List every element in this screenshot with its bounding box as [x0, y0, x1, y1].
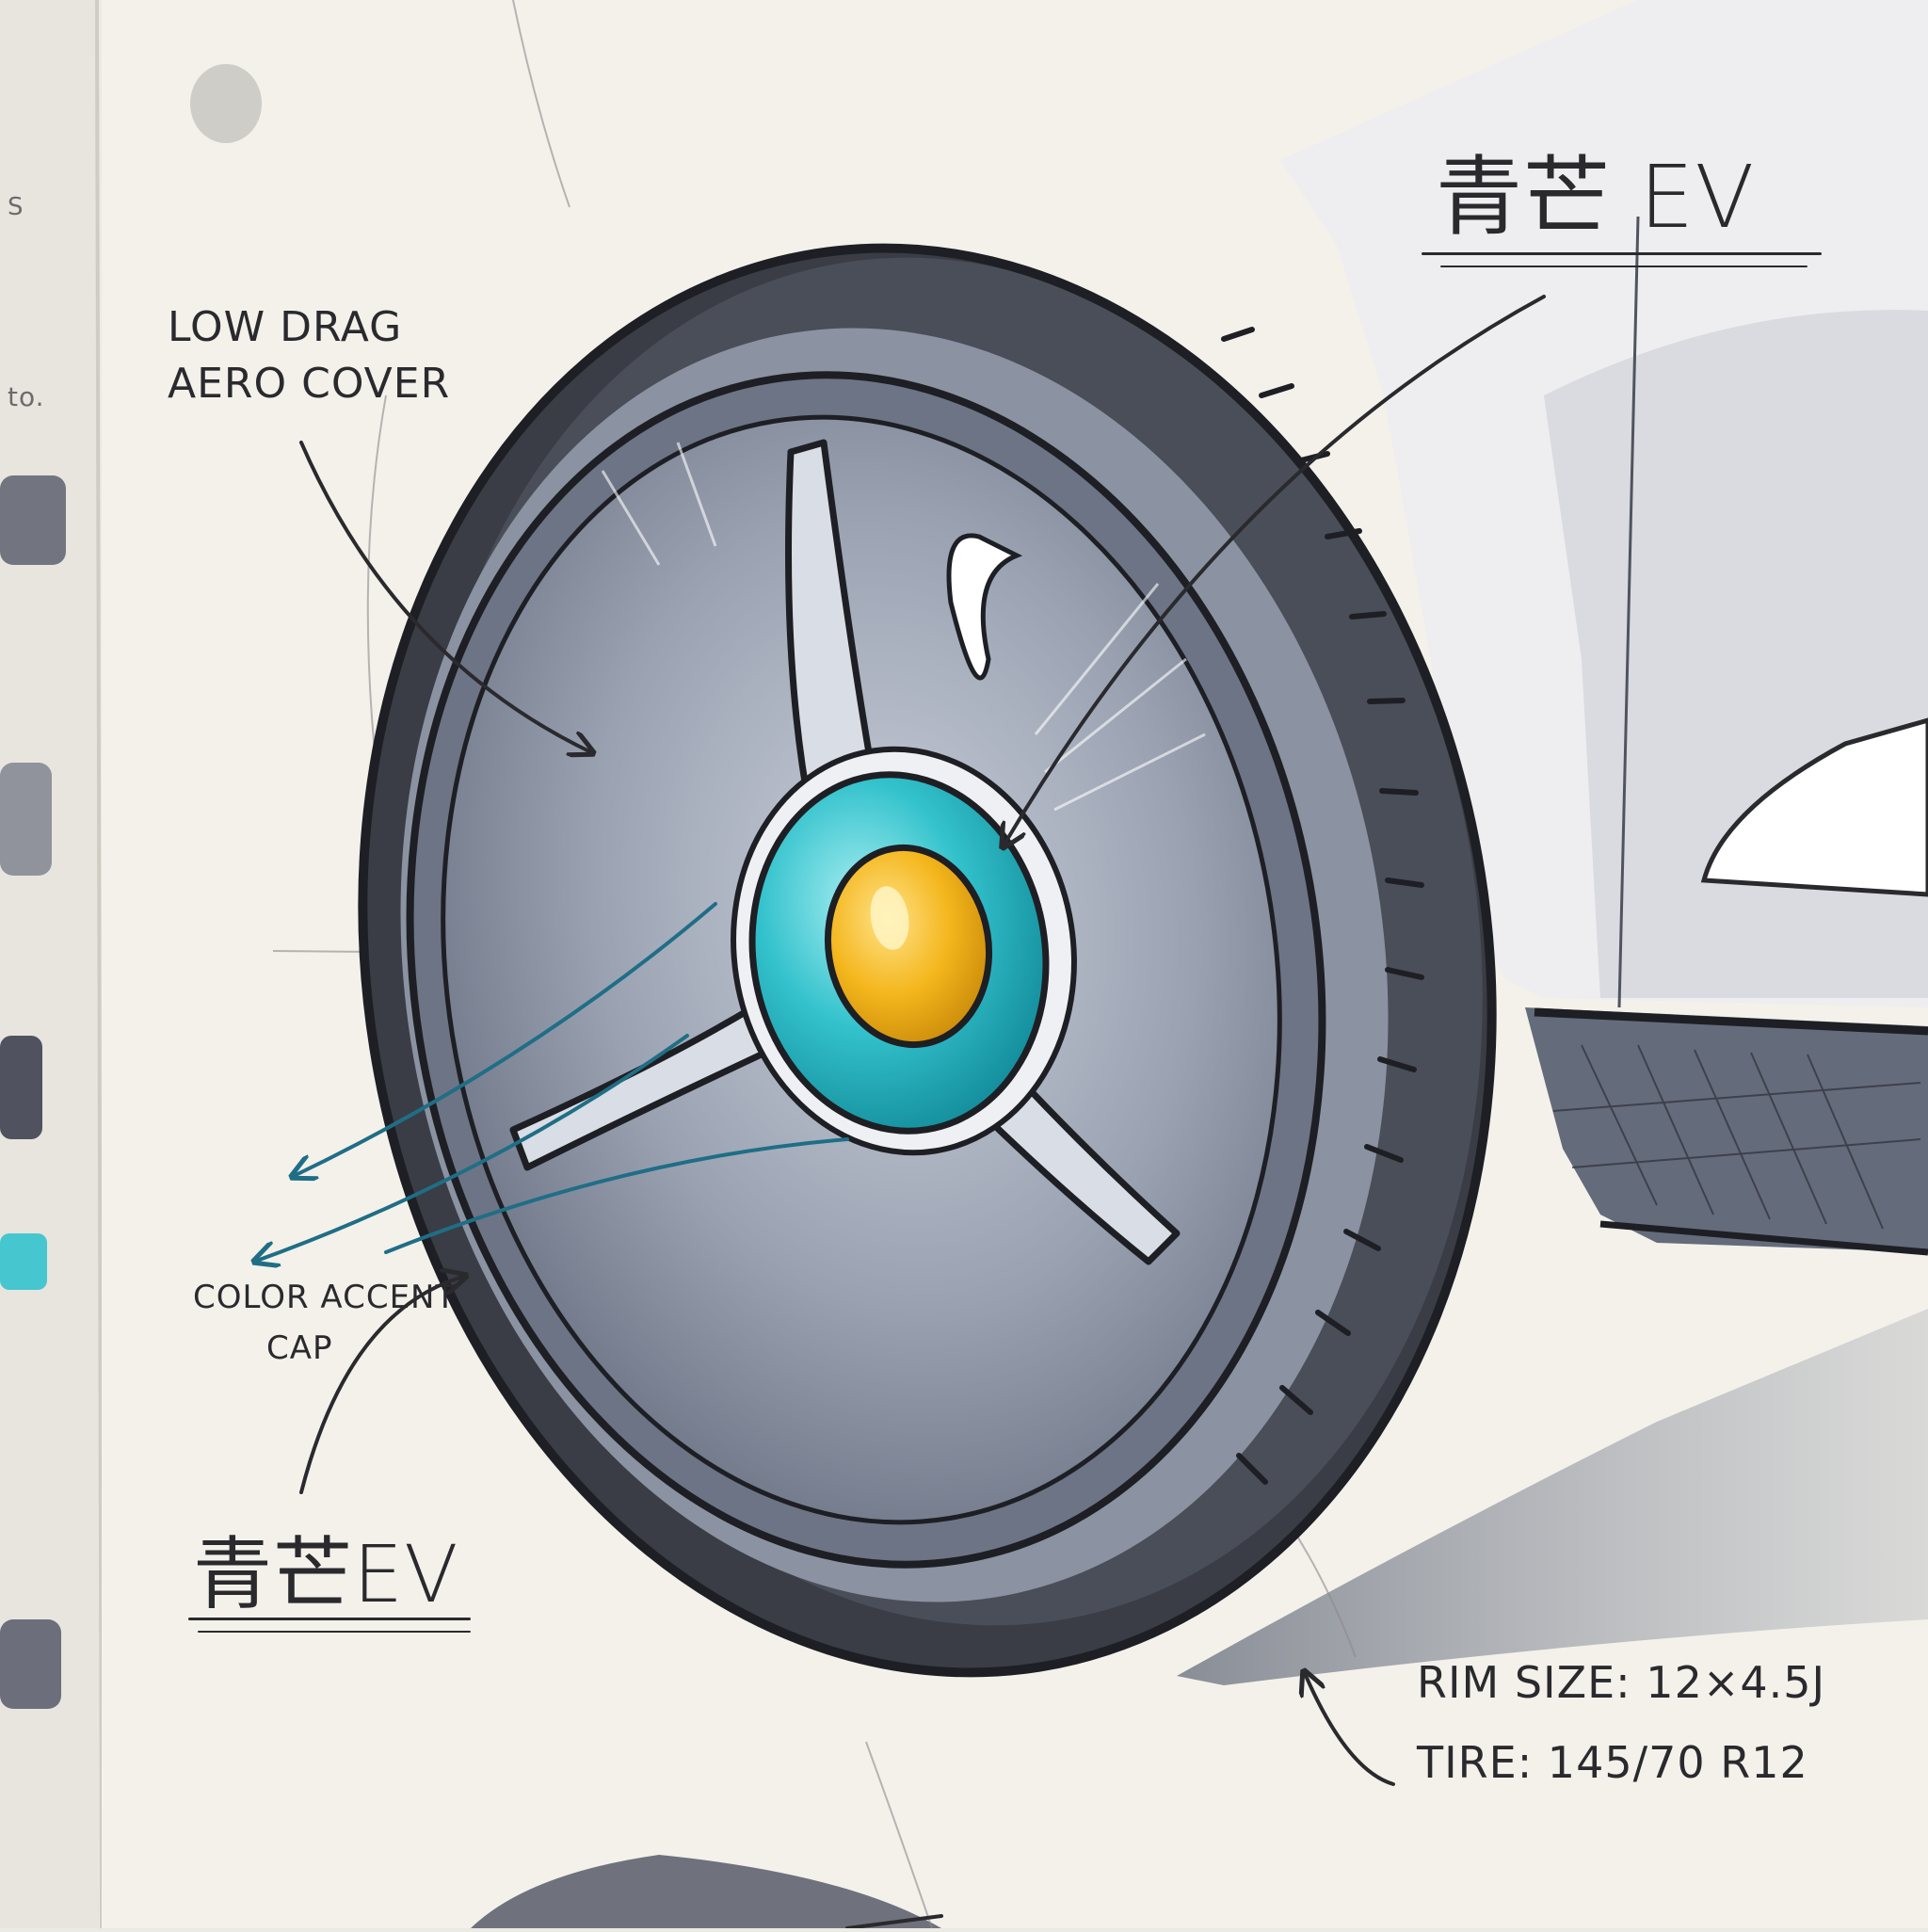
spec-arrow [1304, 1671, 1395, 1786]
callout-aero-line2: AERO COVER [168, 360, 451, 408]
margin-mark-to: to. [8, 381, 45, 412]
title-top-underline-2 [1440, 266, 1808, 267]
title-bottom-underline [188, 1618, 471, 1620]
title-top-underline [1422, 252, 1822, 255]
title-bottom-underline-2 [198, 1631, 471, 1633]
aero-cover-arrow [299, 441, 593, 753]
margin-mark-s: S [8, 193, 24, 221]
callout-cap-line1: COLOR ACCENT [193, 1279, 457, 1316]
color-accent-cap [731, 746, 1077, 1156]
title-top: 青芒 EV [1436, 147, 1756, 248]
spec-rim-size: RIM SIZE: 12×4.5J [1417, 1657, 1826, 1708]
callout-cap-line2: CAP [266, 1329, 333, 1367]
left-page [0, 0, 99, 1928]
callout-aero-line1: LOW DRAG [168, 303, 403, 351]
title-arrow [1003, 295, 1546, 847]
callout-arrows [299, 295, 1546, 1930]
graphite-smudge [190, 64, 262, 143]
title-bottom: 青芒EV [193, 1528, 459, 1620]
marker-swatches [0, 475, 66, 1709]
ev-arrow [299, 1276, 466, 1494]
ground-shadow [1177, 1309, 1928, 1685]
ground-shadow-bottom [471, 1855, 941, 1928]
bottom-arrow [845, 1914, 943, 1930]
page-gutter [95, 0, 104, 1929]
spec-tire: TIRE: 145/70 R12 [1417, 1737, 1808, 1788]
teal-arrows [254, 902, 849, 1262]
